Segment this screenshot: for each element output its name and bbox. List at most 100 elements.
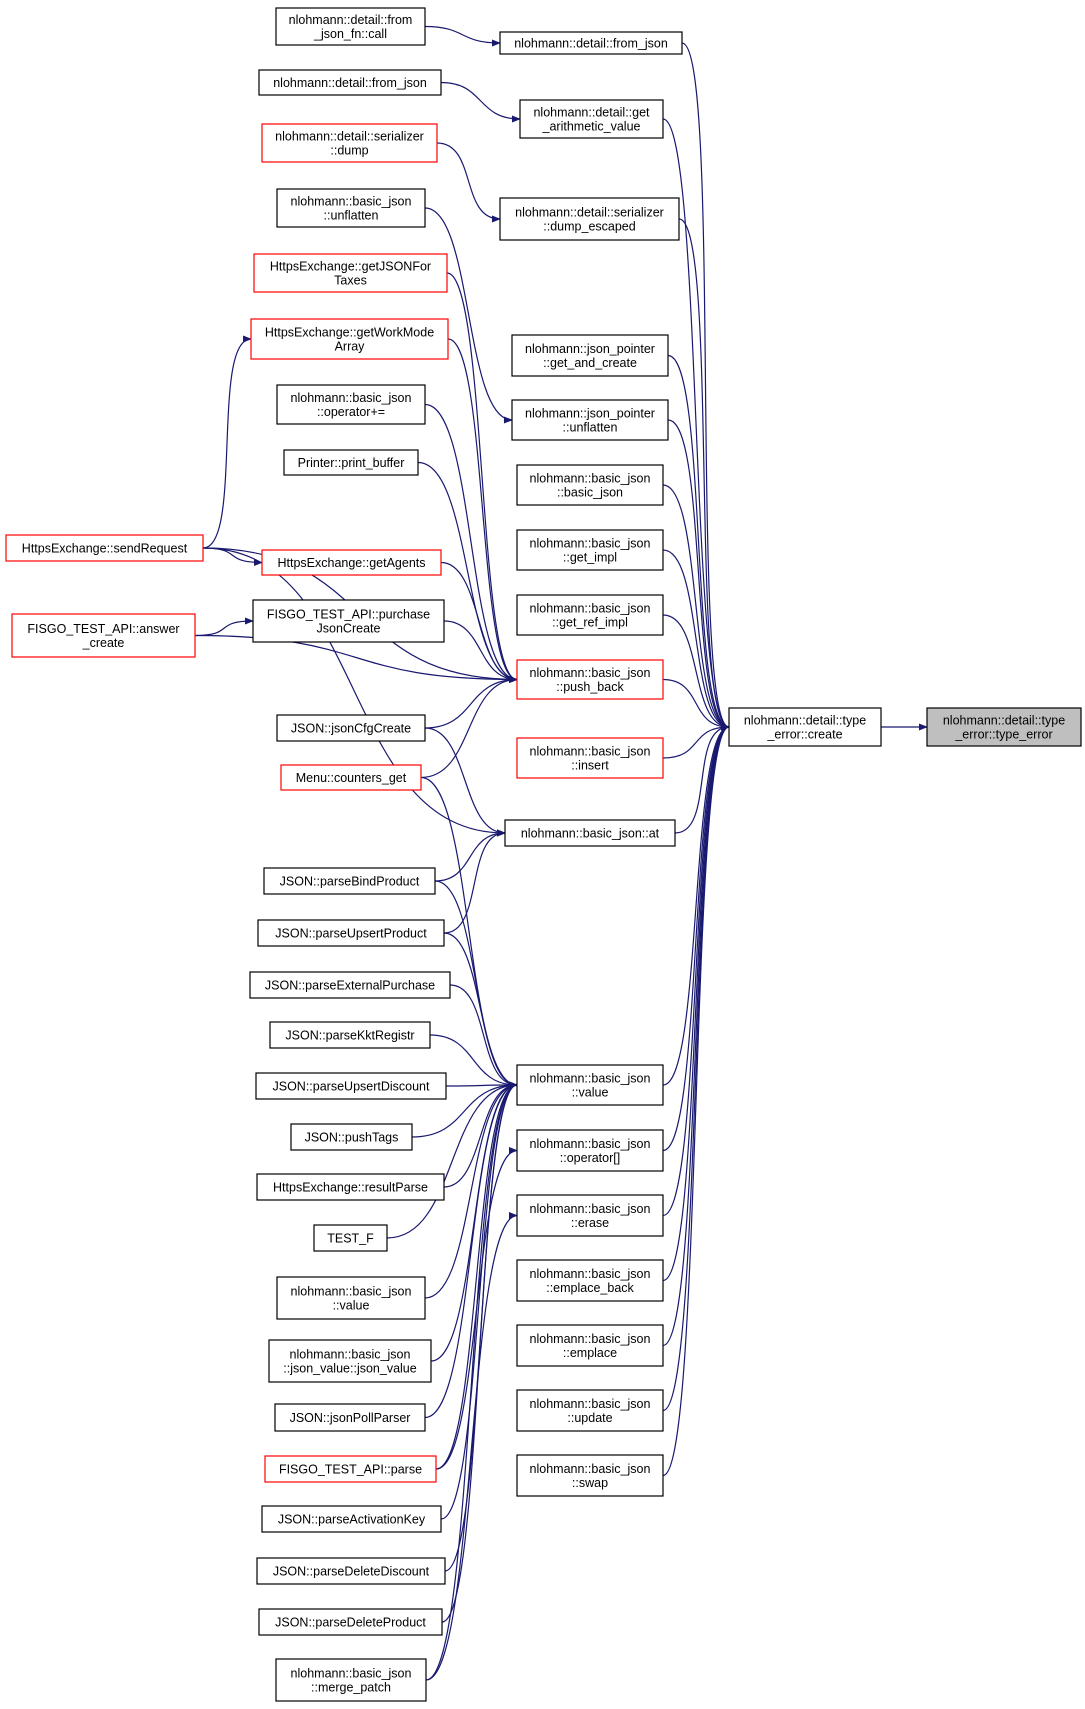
node-box — [283, 449, 419, 476]
node-bj-value-mid[interactable]: nlohmann::basic_json::value — [516, 1064, 664, 1106]
node-parse-delete-product[interactable]: JSON::parseDeleteProduct — [258, 1608, 443, 1636]
node-label: HttpsExchange::getJSONFor — [270, 260, 431, 274]
node-bj-basic-json[interactable]: nlohmann::basic_json::basic_json — [516, 464, 664, 506]
node-label: HttpsExchange::getWorkMode — [265, 326, 434, 340]
node-json-poll-parser[interactable]: JSON::jsonPollParser — [274, 1403, 426, 1432]
node-create[interactable]: nlohmann::detail::type_error::create — [728, 707, 882, 747]
node-get-agents[interactable]: HttpsExchange::getAgents — [261, 549, 442, 576]
node-box — [499, 197, 680, 241]
edge-bj-value-left-to-bj-value-mid — [424, 1081, 518, 1299]
node-box — [5, 534, 204, 562]
node-parse-activation-key[interactable]: JSON::parseActivationKey — [261, 1505, 442, 1533]
node-box — [261, 123, 438, 163]
node-from-json-fn-call[interactable]: nlohmann::detail::from_json_fn::call — [275, 7, 426, 46]
node-parse-external-purchase[interactable]: JSON::parseExternalPurchase — [249, 971, 451, 999]
node-bj-update[interactable]: nlohmann::basic_json::update — [516, 1389, 664, 1432]
node-label: _error::type_error — [954, 728, 1052, 742]
node-label: nlohmann::basic_json — [530, 1202, 651, 1216]
node-jp-get-and-create[interactable]: nlohmann::json_pointer::get_and_create — [511, 334, 669, 377]
node-box — [276, 1276, 426, 1320]
node-type-error[interactable]: nlohmann::detail::type_error::type_error — [926, 707, 1082, 747]
node-label: ::json_value::json_value — [283, 1362, 416, 1376]
edge-parse-upsert-product-to-bj-at — [443, 829, 506, 934]
node-label: nlohmann::basic_json — [530, 472, 651, 486]
node-json-value-ctor[interactable]: nlohmann::basic_json::json_value::json_v… — [268, 1339, 432, 1383]
node-label: ::unflatten — [563, 421, 618, 435]
node-box — [290, 1123, 413, 1151]
node-send-request[interactable]: HttpsExchange::sendRequest — [5, 534, 204, 562]
edge-bj-merge-patch-to-bj-erase — [425, 1211, 518, 1681]
node-push-tags[interactable]: JSON::pushTags — [290, 1123, 413, 1151]
node-answer-create[interactable]: FISGO_TEST_API::answer_create — [11, 613, 196, 658]
edge-answer-create-to-purchase-json-create — [194, 617, 254, 637]
node-label: JSON::parseDeleteProduct — [275, 1616, 426, 1630]
node-label: TEST_F — [327, 1232, 374, 1246]
node-bj-emplace-back[interactable]: nlohmann::basic_json::emplace_back — [516, 1259, 664, 1302]
edge-from-json-mid-to-create — [681, 42, 730, 731]
node-bj-merge-patch[interactable]: nlohmann::basic_json::merge_patch — [275, 1658, 427, 1702]
node-box — [261, 549, 442, 576]
node-label: JSON::parseUpsertDiscount — [272, 1080, 430, 1094]
node-bj-value-left[interactable]: nlohmann::basic_json::value — [276, 1276, 426, 1320]
node-label: nlohmann::detail::from — [289, 13, 413, 27]
node-from-json-mid[interactable]: nlohmann::detail::from_json — [499, 31, 683, 55]
edge-json-poll-parser-to-bj-value-mid — [424, 1081, 518, 1419]
node-box — [516, 529, 664, 571]
node-menu-counters-get[interactable]: Menu::counters_get — [280, 764, 422, 791]
node-label: ::get_impl — [563, 551, 617, 565]
node-bj-unflatten[interactable]: nlohmann::basic_json::unflatten — [276, 188, 426, 228]
edge-bj-get-impl-to-create — [662, 549, 730, 731]
node-jp-unflatten[interactable]: nlohmann::json_pointer::unflatten — [511, 399, 669, 441]
node-bj-operator-plus-eq[interactable]: nlohmann::basic_json::operator+= — [276, 384, 426, 425]
node-box — [269, 1021, 431, 1049]
node-label: nlohmann::detail::from_json — [514, 37, 668, 51]
node-dump-escaped[interactable]: nlohmann::detail::serializer::dump_escap… — [499, 197, 680, 241]
edge-fisgo-parse-to-bj-value-mid — [435, 1081, 518, 1470]
edge-jp-get-and-create-to-create — [667, 354, 730, 731]
edge-bj-merge-patch-to-bj-value-mid — [425, 1081, 518, 1681]
node-label: ::value — [572, 1086, 609, 1100]
node-box — [258, 69, 442, 96]
node-bj-operator-index[interactable]: nlohmann::basic_json::operator[] — [516, 1129, 664, 1172]
node-bj-insert[interactable]: nlohmann::basic_json::insert — [516, 737, 664, 779]
node-parse-kkt-registr[interactable]: JSON::parseKktRegistr — [269, 1021, 431, 1049]
node-parse-delete-discount[interactable]: JSON::parseDeleteDiscount — [256, 1557, 446, 1585]
node-bj-get-impl[interactable]: nlohmann::basic_json::get_impl — [516, 529, 664, 571]
node-label: ::emplace_back — [546, 1281, 634, 1295]
node-label: nlohmann::detail::from_json — [273, 76, 427, 90]
edge-purchase-json-create-to-bj-push-back — [443, 620, 518, 684]
node-label: nlohmann::detail::type — [744, 714, 866, 728]
node-printer-print-buffer[interactable]: Printer::print_buffer — [283, 449, 419, 476]
edge-bj-operator-index-to-create — [662, 723, 730, 1152]
node-label: nlohmann::basic_json — [291, 391, 412, 405]
node-parse-bind-product[interactable]: JSON::parseBindProduct — [263, 867, 436, 895]
node-bj-emplace[interactable]: nlohmann::basic_json::emplace — [516, 1324, 664, 1367]
node-bj-erase[interactable]: nlohmann::basic_json::erase — [516, 1194, 664, 1237]
node-test-f[interactable]: TEST_F — [313, 1224, 388, 1252]
node-result-parse[interactable]: HttpsExchange::resultParse — [256, 1173, 445, 1201]
edge-from-json-fn-call-to-from-json-mid — [424, 25, 501, 47]
node-parse-upsert-discount[interactable]: JSON::parseUpsertDiscount — [255, 1072, 447, 1100]
node-bj-at[interactable]: nlohmann::basic_json::at — [504, 819, 676, 847]
node-json-cfg-create[interactable]: JSON::jsonCfgCreate — [276, 714, 426, 742]
edge-bj-basic-json-to-create — [662, 484, 730, 731]
node-bj-get-ref-impl[interactable]: nlohmann::basic_json::get_ref_impl — [516, 594, 664, 636]
node-fisgo-parse[interactable]: FISGO_TEST_API::parse — [264, 1455, 437, 1483]
node-label: nlohmann::basic_json — [530, 745, 651, 759]
node-box — [499, 31, 683, 55]
node-bj-swap[interactable]: nlohmann::basic_json::swap — [516, 1454, 664, 1497]
edge-push-tags-to-bj-value-mid — [411, 1081, 518, 1138]
edge-bj-operator-plus-eq-to-bj-push-back — [424, 403, 518, 684]
node-label: _create — [82, 636, 125, 650]
node-get-arithmetic-value[interactable]: nlohmann::detail::get_arithmetic_value — [519, 99, 664, 139]
node-serializer-dump[interactable]: nlohmann::detail::serializer::dump — [261, 123, 438, 163]
node-from-json-left[interactable]: nlohmann::detail::from_json — [258, 69, 442, 96]
edge-bj-emplace-to-create — [662, 723, 730, 1347]
edge-fisgo-parse-to-bj-operator-index — [435, 1146, 518, 1470]
node-parse-upsert-product[interactable]: JSON::parseUpsertProduct — [257, 919, 445, 947]
node-bj-push-back[interactable]: nlohmann::basic_json::push_back — [516, 659, 664, 700]
edge-parse-activation-key-to-bj-value-mid — [440, 1081, 518, 1520]
